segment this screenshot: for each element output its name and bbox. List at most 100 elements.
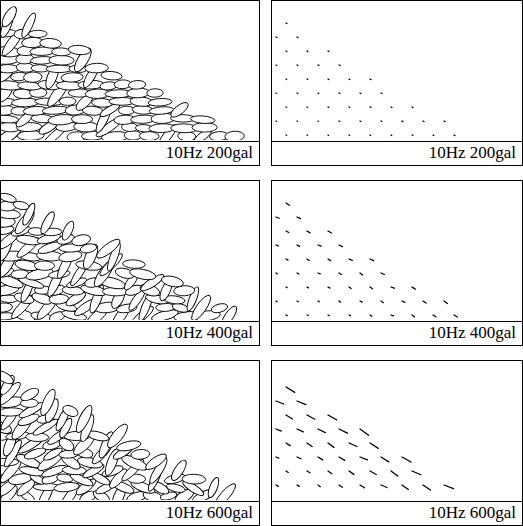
displacement-vector: [285, 134, 287, 136]
particle-pile: [1, 361, 258, 500]
displacement-vector: [296, 64, 298, 66]
test-condition: 10Hz 200gal: [166, 143, 253, 162]
grain: [71, 115, 92, 124]
displacement-vector: [391, 314, 393, 316]
grain: [1, 5, 19, 29]
displacement-vector: [328, 287, 330, 288]
displacement-vector: [307, 231, 310, 233]
displacement-vector: [412, 315, 414, 317]
grain: [131, 449, 151, 460]
displacement-vector: [348, 78, 350, 80]
displacement-vector: [297, 485, 299, 486]
grain: [38, 210, 57, 235]
displacement-vector: [318, 245, 321, 246]
displacement-vector: [360, 429, 369, 435]
displacement-vector: [370, 315, 372, 316]
displacement-vector: [318, 429, 325, 433]
displacement-vector: [275, 92, 277, 94]
displacement-vector: [338, 92, 340, 94]
grain: [23, 72, 42, 83]
displacement-vector: [349, 287, 351, 288]
displacement-vector: [370, 443, 378, 448]
displacement-vector: [327, 134, 329, 136]
displacement-vector: [381, 485, 387, 487]
displacement-vector: [339, 64, 340, 66]
grain: [147, 89, 164, 98]
displacement-vector: [285, 78, 287, 80]
displacement-vector: [285, 106, 287, 108]
grain: [85, 63, 109, 73]
displacement-vector: [349, 259, 352, 260]
displacement-vector: [444, 301, 447, 303]
displacement-vector: [297, 429, 303, 432]
test-panel: 10Hz 600gal: [271, 360, 523, 526]
displacement-vector: [317, 120, 319, 122]
displacement-vector: [286, 387, 295, 392]
displacement-vector: [360, 273, 363, 275]
displacement-vector: [297, 300, 298, 302]
displacement-vector: [327, 106, 329, 108]
grain: [169, 458, 189, 483]
displacement-vector: [360, 485, 364, 488]
grain: [19, 386, 41, 403]
displacement-vector: [286, 314, 287, 316]
displacement-vector: [296, 92, 298, 94]
displacement-vector: [369, 78, 371, 80]
grain: [68, 45, 91, 56]
caption-strip: 10Hz 600gal: [272, 501, 522, 525]
displacement-vector: [402, 457, 411, 462]
displacement-vector: [276, 272, 277, 274]
grain: [1, 192, 17, 204]
displacement-vector: [276, 217, 279, 218]
grain: [54, 481, 80, 493]
displacement-vector: [297, 457, 301, 459]
grain: [156, 303, 175, 312]
displacement-field: [272, 361, 521, 500]
grain: [225, 131, 245, 140]
displacement-vector: [286, 471, 288, 472]
displacement-vector: [286, 203, 289, 205]
displacement-vector: [411, 106, 413, 108]
displacement-vector: [307, 415, 315, 419]
displacement-vector: [339, 457, 345, 460]
displacement-vector: [349, 471, 354, 474]
displacement-vector: [359, 92, 361, 94]
displacement-vector: [412, 287, 415, 289]
particle-pile: [1, 1, 258, 140]
displacement-vector: [359, 120, 361, 122]
grain: [71, 233, 92, 247]
displacement-vector: [348, 106, 350, 108]
displacement-vector: [360, 301, 362, 302]
test-panel: 10Hz 200gal: [0, 0, 260, 166]
caption-strip: 10Hz 200gal: [1, 141, 259, 165]
displacement-vector: [370, 287, 373, 289]
displacement-vector: [369, 134, 371, 136]
displacement-vector: [296, 120, 298, 122]
displacement-vector: [286, 286, 287, 288]
displacement-vector: [307, 314, 308, 316]
displacement-vector: [370, 259, 374, 261]
particle-pile: [1, 181, 258, 320]
test-panel: 10Hz 200gal: [271, 0, 523, 166]
displacement-vector: [297, 217, 300, 219]
displacement-vector: [402, 485, 408, 489]
displacement-vector: [296, 36, 298, 38]
displacement-vector: [306, 50, 308, 52]
grain: [149, 106, 174, 115]
displacement-vector: [297, 272, 299, 274]
grain: [1, 114, 19, 123]
grain: [39, 38, 61, 49]
displacement-vector: [276, 401, 284, 404]
displacement-vector: [401, 120, 403, 122]
displacement-vector: [286, 259, 288, 260]
displacement-vector: [433, 315, 436, 317]
displacement-vector: [381, 301, 383, 303]
displacement-vector: [318, 272, 320, 274]
displacement-vector: [391, 287, 394, 288]
displacement-vector: [285, 50, 287, 52]
displacement-vector: [318, 457, 323, 460]
displacement-vector: [286, 443, 290, 446]
displacement-vector: [275, 64, 277, 66]
displacement-vector: [328, 50, 329, 52]
displacement-vector: [380, 120, 382, 122]
